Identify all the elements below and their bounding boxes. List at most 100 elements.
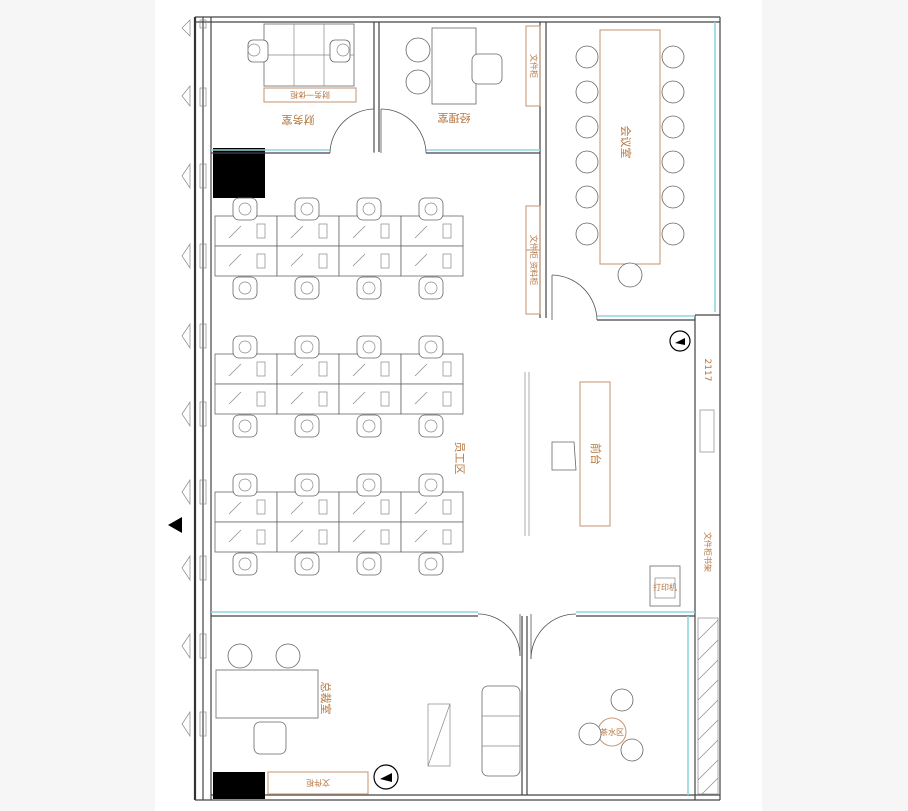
ceo-furniture — [215, 643, 521, 795]
meeting-chair — [661, 115, 685, 139]
keyboard — [228, 529, 242, 543]
column — [213, 148, 265, 198]
monitor — [318, 499, 328, 515]
chair-seat — [424, 557, 438, 571]
office-chair — [356, 335, 382, 359]
keyboard — [414, 253, 428, 267]
monitor — [256, 499, 266, 515]
doors — [329, 108, 598, 660]
monitor — [380, 361, 390, 377]
drawing-sheet: 财务室 经理室 会议室 员工区 前台 总裁室 茶水区 财务一体柜 文件柜 文件柜… — [155, 0, 762, 811]
partitions — [211, 22, 695, 795]
office-chair — [356, 414, 382, 438]
workstation-desk — [338, 353, 402, 385]
office-chair — [418, 414, 444, 438]
divider-cabinet — [525, 205, 541, 315]
monitor — [256, 223, 266, 239]
chair-seat — [300, 419, 314, 433]
monitor — [318, 223, 328, 239]
workstation-desk — [214, 383, 278, 415]
printer-label: 打印机 — [653, 582, 677, 592]
room-number: 2117 — [702, 359, 712, 382]
divider-cabinet-label: 文件柜 资料柜 — [529, 235, 539, 286]
office-chair — [232, 414, 258, 438]
keyboard — [228, 253, 242, 267]
column — [213, 772, 265, 799]
meeting-chair — [575, 222, 599, 246]
keyboard — [228, 225, 242, 239]
chair-seat — [424, 478, 438, 492]
chair-seat — [362, 478, 376, 492]
monitor — [256, 361, 266, 377]
room-label-meeting: 会议室 — [619, 126, 633, 159]
chair-seat — [362, 419, 376, 433]
keyboard — [414, 529, 428, 543]
workstation-desk — [214, 245, 278, 277]
meeting-chair — [661, 80, 685, 104]
office-chair — [232, 552, 258, 576]
keyboard — [290, 253, 304, 267]
keyboard — [352, 363, 366, 377]
monitor — [256, 529, 266, 545]
workstation-desk — [400, 245, 464, 277]
room-label-finance: 财务室 — [282, 113, 315, 127]
keyboard — [352, 501, 366, 515]
workstation-desk — [338, 215, 402, 247]
meeting-chair — [575, 80, 599, 104]
chair-seat — [424, 202, 438, 216]
office-chair — [356, 473, 382, 497]
monitor — [442, 361, 452, 377]
workstation-clusters — [214, 197, 464, 576]
room-label-reception: 前台 — [589, 443, 603, 465]
workstation-desk — [276, 353, 340, 385]
office-chair — [356, 197, 382, 221]
floor-plan: 财务室 经理室 会议室 员工区 前台 总裁室 茶水区 财务一体柜 文件柜 文件柜… — [168, 16, 721, 801]
workstation-desk — [400, 353, 464, 385]
office-chair — [418, 197, 444, 221]
workstation-desk — [276, 383, 340, 415]
office-chair — [294, 197, 320, 221]
monitor — [380, 253, 390, 269]
meeting-chair — [575, 45, 599, 69]
chair-seat — [238, 478, 252, 492]
workstation-desk — [400, 491, 464, 523]
office-chair — [418, 276, 444, 300]
chair-seat — [362, 281, 376, 295]
workstation-desk — [400, 521, 464, 553]
finance-desk-label: 财务一体柜 — [290, 90, 330, 100]
keyboard — [290, 225, 304, 239]
workstation-desk — [338, 521, 402, 553]
outer-walls — [193, 16, 721, 801]
monitor — [442, 223, 452, 239]
keyboard — [228, 391, 242, 405]
hatched-storage — [697, 617, 719, 795]
workstation-desk — [276, 215, 340, 247]
workstation-desk — [214, 491, 278, 523]
meeting-chairs — [575, 45, 685, 246]
workstation-desk — [276, 521, 340, 553]
monitor — [380, 223, 390, 239]
chair-seat — [300, 281, 314, 295]
workstation-desk — [214, 215, 278, 247]
monitor — [442, 499, 452, 515]
monitor — [380, 529, 390, 545]
workstation-desk — [338, 383, 402, 415]
workstation-desk — [214, 353, 278, 385]
meeting-furniture — [599, 29, 661, 288]
keyboard — [352, 225, 366, 239]
keyboard — [352, 529, 366, 543]
keyboard — [414, 363, 428, 377]
monitor — [442, 253, 452, 269]
monitor — [318, 253, 328, 269]
keyboard — [352, 391, 366, 405]
monitor — [318, 361, 328, 377]
workstation-desk — [276, 245, 340, 277]
chair-seat — [362, 340, 376, 354]
chair-seat — [238, 557, 252, 571]
keyboard — [290, 363, 304, 377]
side-cabinet-label: 文件柜书架 — [703, 532, 713, 572]
office-chair — [294, 414, 320, 438]
room-label-manager: 经理室 — [438, 111, 471, 125]
workstation-desk — [400, 215, 464, 247]
section-marker-icon — [168, 517, 182, 533]
